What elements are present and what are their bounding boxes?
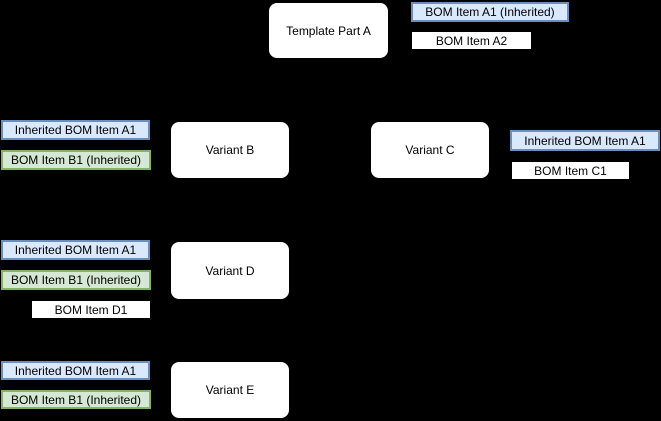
node-template-part-a: Template Part A [268,2,389,59]
node-variant-e: Variant E [170,361,290,419]
variant-e-inherited-bom-item-a1-label: Inherited BOM Item A1 [1,361,150,380]
variant-d-bom-item-b1-label: BOM Item B1 (Inherited) [1,270,151,290]
variant-b-bom-item-b1-label: BOM Item B1 (Inherited) [1,150,151,170]
variant-e-bom-item-b1-label: BOM Item B1 (Inherited) [1,390,151,409]
node-variant-b: Variant B [170,121,290,179]
variant-d-inherited-bom-item-a1-label: Inherited BOM Item A1 [1,240,150,260]
variant-c-bom-item-c1-label: BOM Item C1 [511,161,630,180]
variant-d-bom-item-d1-label: BOM Item D1 [31,300,151,319]
variant-b-inherited-bom-item-a1-label: Inherited BOM Item A1 [1,120,150,140]
node-variant-c: Variant C [370,121,490,179]
bom-item-a2-label: BOM Item A2 [411,31,532,50]
node-variant-d: Variant D [170,241,290,300]
variant-c-inherited-bom-item-a1-label: Inherited BOM Item A1 [510,130,660,151]
bom-item-a1-inherited-label: BOM Item A1 (Inherited) [411,2,569,22]
